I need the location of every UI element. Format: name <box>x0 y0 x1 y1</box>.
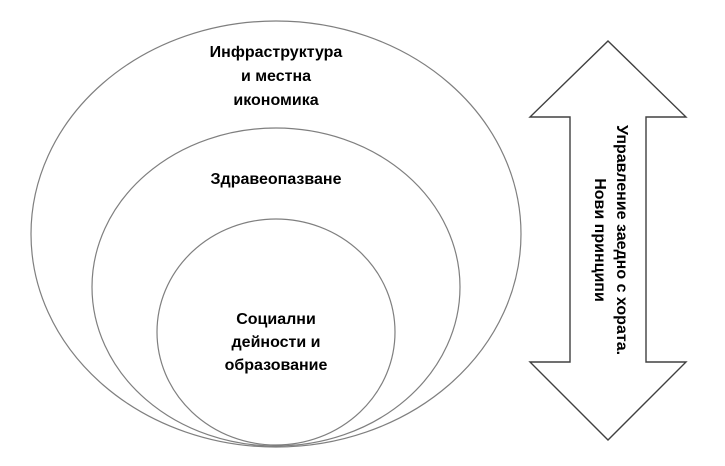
outer-ellipse-label-line-2: и местна <box>241 68 311 85</box>
middle-ellipse-label: Здравеопазване <box>211 171 342 188</box>
arrow-label-line-2: Нови принципи <box>591 178 608 302</box>
outer-ellipse-label-line-3: икономика <box>233 92 318 109</box>
outer-ellipse-label-line-1: Инфраструктура <box>210 44 343 61</box>
middle-ellipse-label-line-1: Здравеопазване <box>211 171 342 188</box>
inner-ellipse <box>156 218 396 446</box>
inner-ellipse-label: Социални дейности и образование <box>225 311 328 374</box>
double-arrow-icon <box>528 40 688 441</box>
inner-ellipse-label-line-3: образование <box>225 357 328 374</box>
arrow-label-line-1: Управление заедно с хората. <box>613 125 630 355</box>
outer-ellipse-label: Инфраструктура и местна икономика <box>210 44 343 109</box>
arrow-label: Управление заедно с хората. Нови принцип… <box>591 125 630 355</box>
inner-ellipse-label-line-2: дейности и <box>232 334 321 351</box>
inner-ellipse-label-line-1: Социални <box>236 311 316 328</box>
